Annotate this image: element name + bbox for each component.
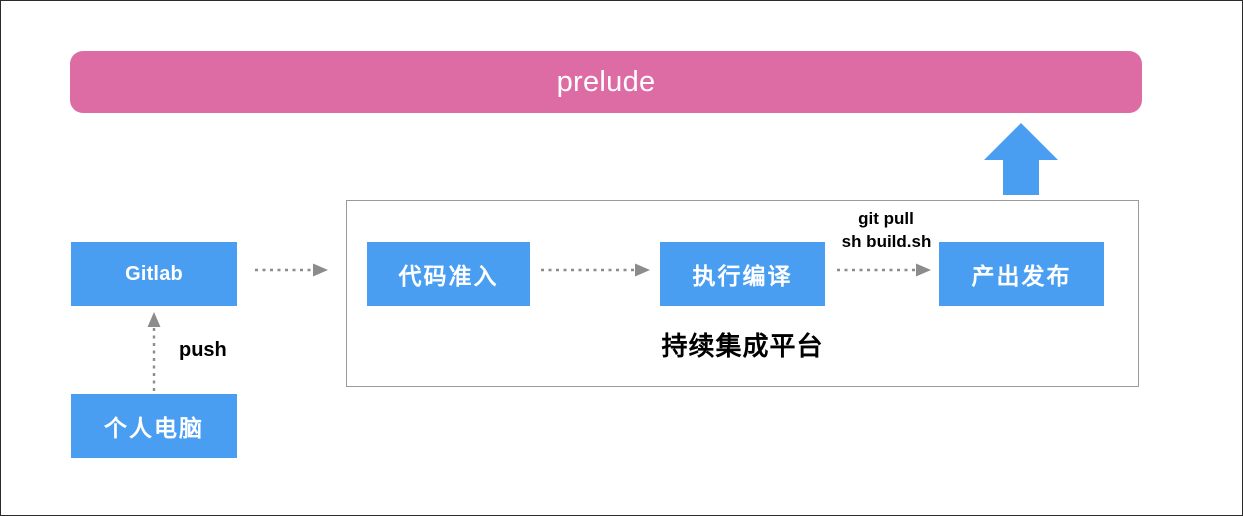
edge-label-git-pull: git pull bbox=[858, 209, 914, 228]
node-personal-computer[interactable]: 个人电脑 bbox=[71, 394, 237, 458]
edge-label-sh-build: sh build.sh bbox=[841, 232, 932, 251]
node-gitlab[interactable]: Gitlab bbox=[71, 242, 237, 306]
ci-platform-container bbox=[346, 200, 1139, 387]
prelude-banner: prelude bbox=[70, 51, 1142, 113]
node-code-admission[interactable]: 代码准入 bbox=[367, 242, 530, 306]
connector-personal-computer-to-gitlab bbox=[146, 311, 162, 391]
node-output-release-label: 产出发布 bbox=[971, 263, 1072, 289]
node-execute-compile[interactable]: 执行编译 bbox=[660, 242, 825, 306]
upward-arrow-icon bbox=[984, 123, 1058, 195]
ci-platform-title: 持续集成平台 bbox=[661, 331, 824, 361]
node-personal-computer-label: 个人电脑 bbox=[104, 415, 204, 441]
node-code-admission-label: 代码准入 bbox=[398, 263, 499, 289]
connector-execute-compile-to-output-release bbox=[837, 263, 932, 277]
prelude-banner-label: prelude bbox=[556, 65, 656, 98]
connector-code-admission-to-execute-compile bbox=[541, 263, 651, 277]
node-execute-compile-label: 执行编译 bbox=[692, 263, 793, 289]
connector-gitlab-to-code-admission bbox=[255, 263, 329, 277]
node-gitlab-label: Gitlab bbox=[125, 262, 183, 285]
node-output-release[interactable]: 产出发布 bbox=[939, 242, 1104, 306]
edge-label-push: push bbox=[179, 339, 227, 361]
